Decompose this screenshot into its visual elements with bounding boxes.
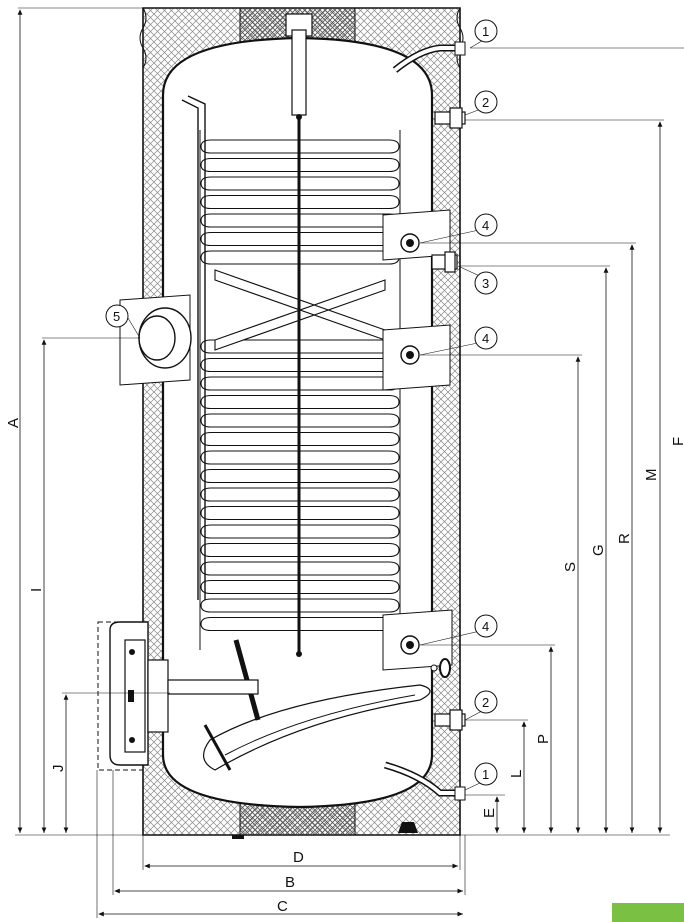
dim-label-p: P xyxy=(535,734,552,744)
thermometer-port xyxy=(119,294,192,386)
svg-text:2: 2 xyxy=(482,695,489,710)
callout-4-upper: 4 xyxy=(474,213,498,237)
connection-2-bottom xyxy=(434,709,466,731)
connection-2-top xyxy=(434,107,466,129)
callout-2-bottom: 2 xyxy=(474,690,498,714)
callout-4-low: 4 xyxy=(474,614,498,638)
dimension-labels: A I J E L P S G R M F D B C xyxy=(5,418,684,915)
dim-label-r: R xyxy=(616,533,633,544)
dim-label-i: I xyxy=(28,588,45,592)
dim-label-e: E xyxy=(481,808,498,818)
dim-label-g: G xyxy=(590,544,607,556)
svg-text:3: 3 xyxy=(482,276,489,291)
svg-text:5: 5 xyxy=(113,309,120,324)
svg-text:4: 4 xyxy=(482,218,489,233)
callout-1-top: 1 xyxy=(474,19,498,43)
dim-label-b: B xyxy=(285,874,295,891)
dim-label-l: L xyxy=(508,770,525,778)
dimension-lines xyxy=(15,7,684,918)
dim-label-a: A xyxy=(5,418,22,428)
callout-1-bottom: 1 xyxy=(474,762,498,786)
anode-rod xyxy=(296,114,302,657)
connection-1-bottom xyxy=(384,761,466,801)
svg-text:1: 1 xyxy=(482,24,489,39)
dim-label-j: J xyxy=(50,765,67,773)
dim-label-c: C xyxy=(277,898,288,915)
dim-label-m: M xyxy=(643,469,660,482)
adjustable-foot xyxy=(232,822,418,839)
dim-label-f: F xyxy=(670,437,684,446)
callout-2-top: 2 xyxy=(474,90,498,114)
svg-text:4: 4 xyxy=(482,619,489,634)
sensor-flange-upper xyxy=(382,209,451,261)
heater-flange xyxy=(97,621,259,771)
dim-label-s: S xyxy=(562,562,579,572)
dim-label-d: D xyxy=(293,849,304,866)
callout-3: 3 xyxy=(474,271,498,295)
callouts: 1 2 4 3 5 4 4 2 1 xyxy=(105,19,498,786)
callout-4-mid: 4 xyxy=(474,326,498,350)
connection-1-top xyxy=(392,41,466,73)
connection-3 xyxy=(431,251,458,273)
accent-bar xyxy=(612,903,684,922)
sensor-flange-low xyxy=(382,609,453,678)
sensor-flange-mid xyxy=(382,324,451,391)
svg-text:4: 4 xyxy=(482,331,489,346)
svg-text:2: 2 xyxy=(482,95,489,110)
svg-text:1: 1 xyxy=(482,767,489,782)
callout-5: 5 xyxy=(105,304,129,328)
